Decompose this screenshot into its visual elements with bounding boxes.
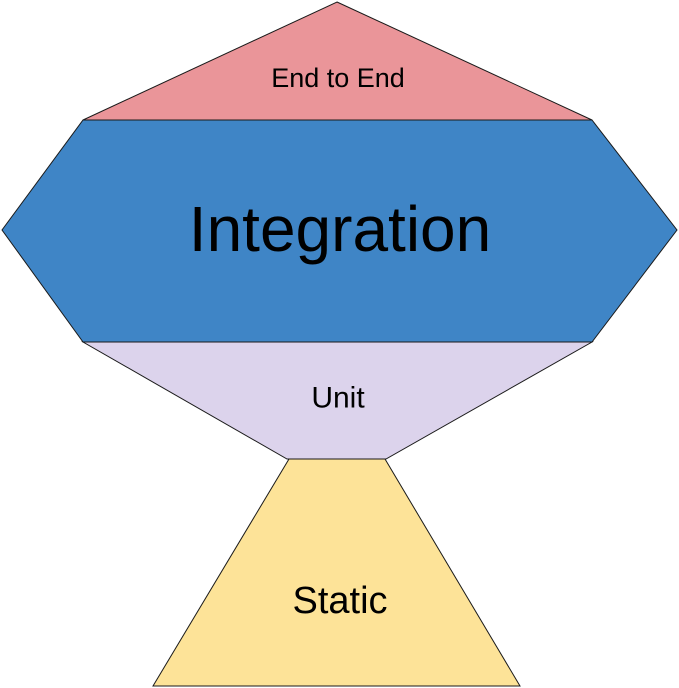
static-label: Static: [292, 580, 387, 622]
end-to-end-section: [82, 1, 593, 121]
static-section: [152, 458, 521, 687]
unit-label: Unit: [311, 382, 365, 415]
unit-section: [81, 341, 594, 460]
integration-label: Integration: [189, 193, 491, 265]
end-to-end-label: End to End: [271, 63, 405, 93]
